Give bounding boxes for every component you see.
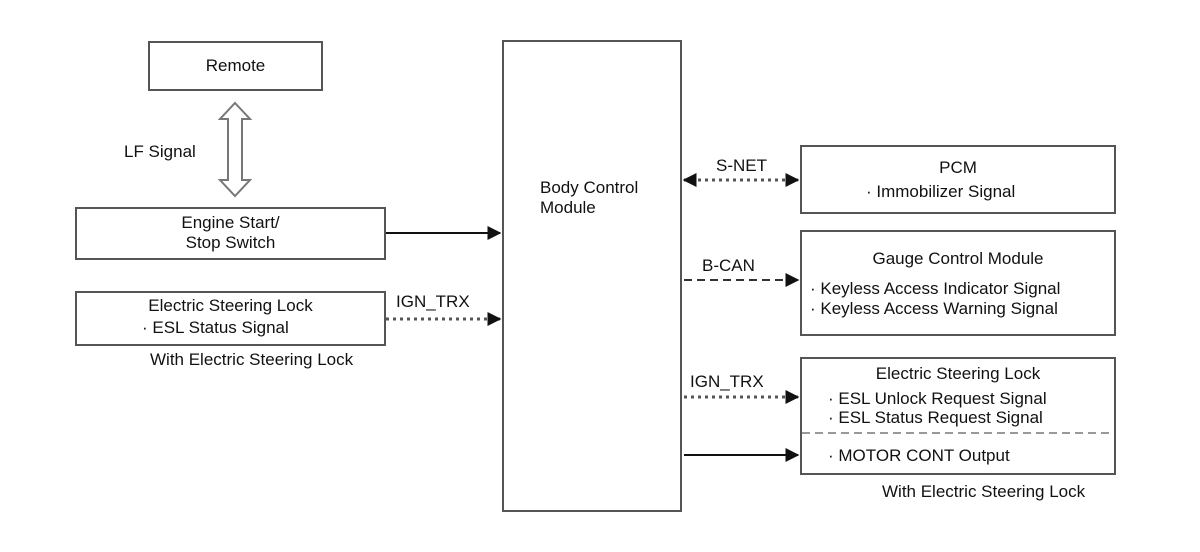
right-ign-trx-label: IGN_TRX <box>690 372 764 391</box>
bcan-label: B-CAN <box>702 256 755 275</box>
snet-label: S-NET <box>716 156 767 175</box>
esl-left-title: Electric Steering Lock <box>148 296 313 315</box>
gauge-control-module-box <box>800 230 1116 336</box>
remote-box <box>148 41 323 91</box>
esl-left-item: · ESL Status Signal <box>142 318 289 337</box>
gauge-title: Gauge Control Module <box>872 249 1044 268</box>
pcm-box <box>800 145 1116 214</box>
gauge-item-1: · Keyless Access Indicator Signal <box>810 279 1061 298</box>
remote-label: Remote <box>205 56 266 75</box>
esl-right-box <box>800 357 1116 475</box>
esl-right-title: Electric Steering Lock <box>875 364 1041 383</box>
esl-left-note: With Electric Steering Lock <box>150 350 354 369</box>
body-control-module-box <box>502 40 682 512</box>
engine-start-stop-switch-box <box>75 207 386 260</box>
left-ign-trx-label: IGN_TRX <box>396 292 470 311</box>
engine-switch-label-2: Stop Switch <box>185 233 276 252</box>
esl-right-item-2: · ESL Status Request Signal <box>828 408 1043 427</box>
pcm-title: PCM <box>939 158 977 177</box>
lf-signal-label: LF Signal <box>124 142 196 161</box>
esl-right-motor: · MOTOR CONT Output <box>828 446 1010 465</box>
bcm-label-1: Body Control <box>540 178 639 197</box>
esl-left-box <box>75 291 386 346</box>
esl-right-note: With Electric Steering Lock <box>882 482 1086 501</box>
esl-right-item-1: · ESL Unlock Request Signal <box>828 389 1047 408</box>
engine-switch-label-1: Engine Start/ <box>181 213 280 232</box>
gauge-item-2: · Keyless Access Warning Signal <box>810 299 1058 318</box>
pcm-item: · Immobilizer Signal <box>866 182 1016 201</box>
bcm-label-2: Module <box>540 198 596 217</box>
lf-signal-double-arrow <box>217 101 253 198</box>
